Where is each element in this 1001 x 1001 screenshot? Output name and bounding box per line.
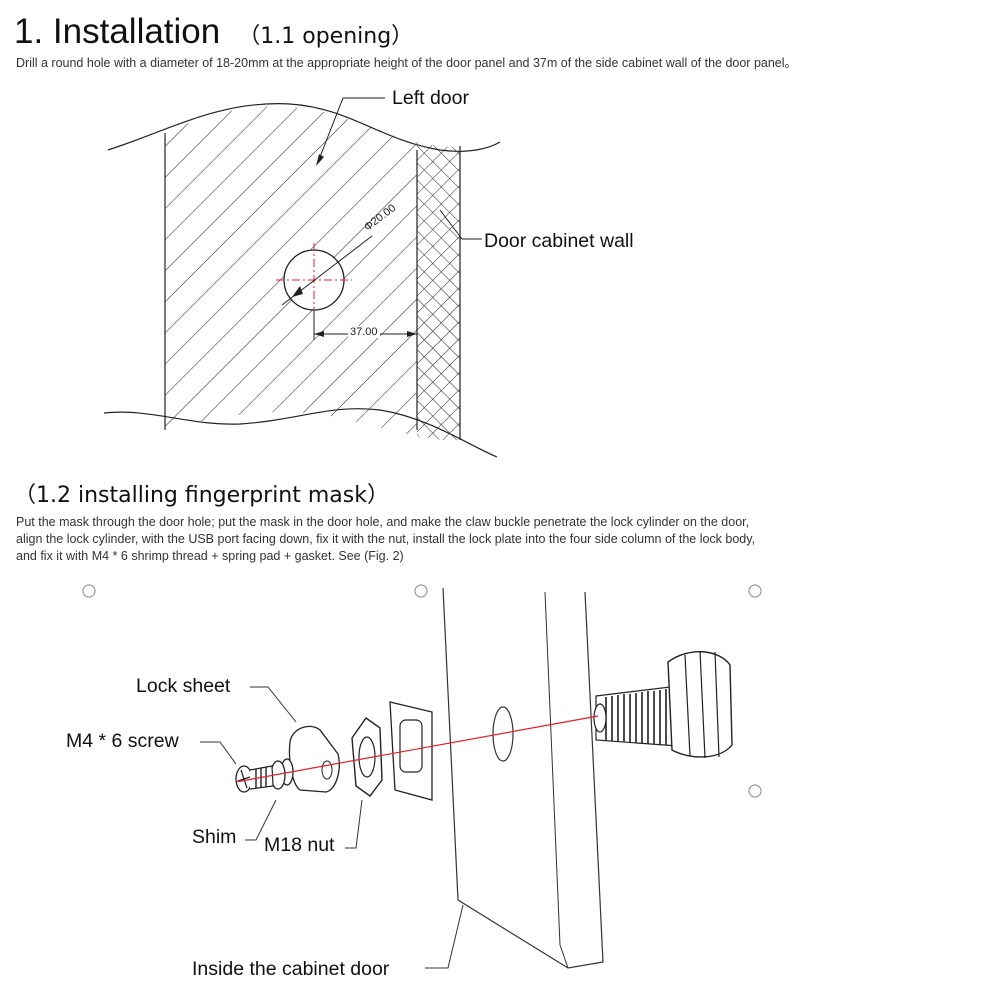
m18-nut	[351, 717, 383, 797]
cabinet-wall	[417, 106, 460, 441]
marker-circle	[414, 584, 428, 598]
lock-cylinder	[593, 650, 733, 759]
label-offset-dimension: 37.00	[348, 326, 380, 338]
cabinet-door-slab	[442, 587, 604, 969]
section1-description: Drill a round hole with a diameter of 18…	[16, 56, 798, 70]
description-line: align the lock cylinder, with the USB po…	[16, 532, 756, 546]
description-line: Put the mask through the door hole; put …	[16, 515, 750, 529]
marker-circle	[748, 584, 762, 598]
label-shim: Shim	[192, 826, 237, 848]
label-inside-cabinet-door: Inside the cabinet door	[192, 958, 390, 980]
lock-plate	[389, 701, 433, 801]
section2-heading: （1.2 installing fingerprint mask）	[14, 483, 389, 508]
description-line: and fix it with M4 * 6 shrimp thread + s…	[16, 549, 404, 563]
marker-circle	[82, 584, 96, 598]
section-subtitle: （1.1 opening）	[238, 24, 414, 49]
lock-sheet-part	[288, 725, 340, 793]
label-left-door: Left door	[392, 87, 469, 109]
top-break-line	[107, 103, 501, 152]
label-door-cabinet-wall: Door cabinet wall	[484, 230, 634, 252]
door-hole	[492, 706, 514, 762]
marker-circle	[748, 784, 762, 798]
section2-description: Put the mask through the door hole; put …	[16, 514, 896, 565]
label-m4-screw: M4 * 6 screw	[66, 730, 179, 752]
section-title: 1. Installation （1.1 opening）	[14, 10, 413, 59]
label-lock-sheet: Lock sheet	[136, 675, 231, 697]
label-m18-nut: M18 nut	[264, 834, 335, 856]
assembly-axis	[235, 715, 599, 783]
section-title-main: 1. Installation	[14, 12, 221, 51]
